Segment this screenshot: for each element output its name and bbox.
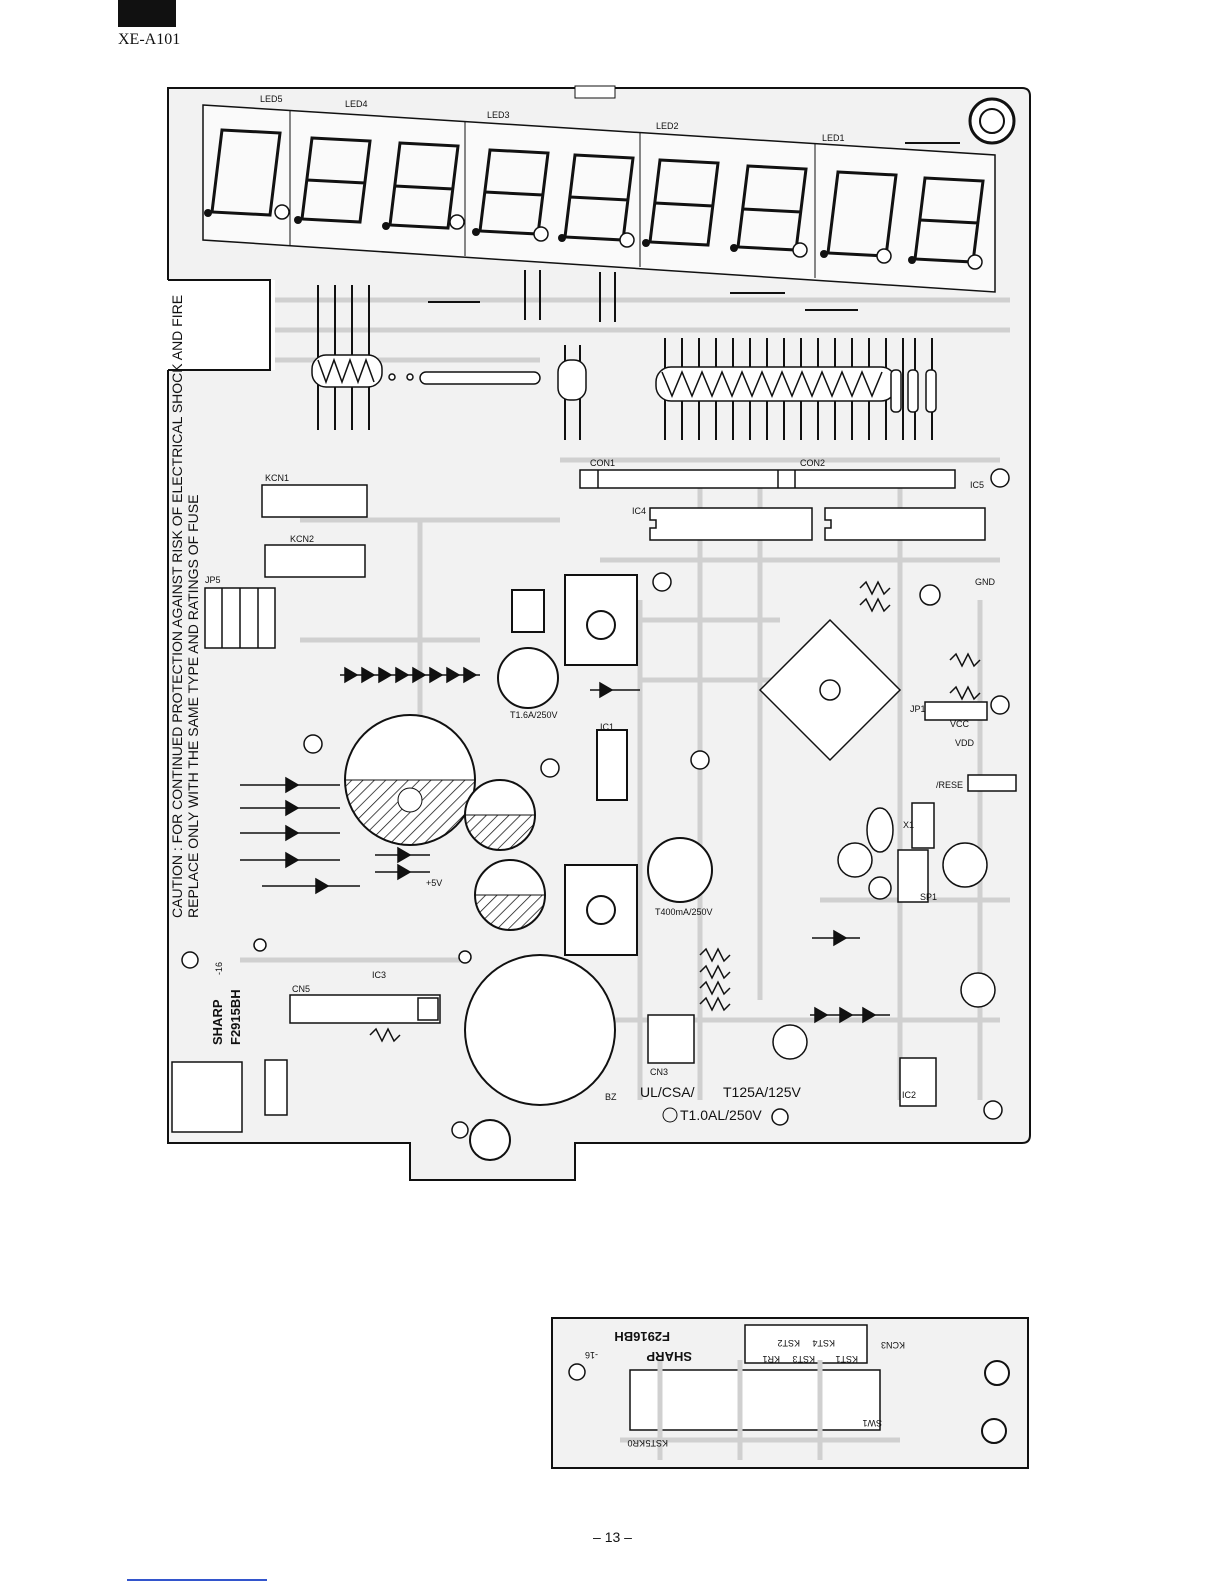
vdd-label: VDD: [955, 738, 975, 748]
sub-sw-label: SW1: [862, 1418, 882, 1428]
mount-hole-bottom: [469, 1119, 511, 1161]
sub-brand-suffix: -16: [585, 1350, 598, 1360]
fuse-f3: [497, 647, 559, 709]
capacitor-c2: [344, 714, 476, 846]
led5-label: LED5: [260, 94, 283, 104]
sub-brand: SHARP: [646, 1349, 692, 1364]
caution-text-2: REPLACE ONLY WITH THE SAME TYPE AND RATI…: [185, 495, 201, 918]
key-kr1: KR1: [762, 1354, 780, 1364]
model-number: XE-A101: [118, 31, 181, 48]
capacitor-c3: [464, 779, 536, 851]
key-kr0: KR0: [627, 1438, 645, 1448]
key-kst4: KST4: [812, 1338, 835, 1348]
sub-part-number: F2916BH: [614, 1329, 670, 1344]
fuse-rating-250: T1.0AL/250V: [680, 1107, 762, 1123]
ic1-label: IC1: [600, 722, 614, 732]
con2-label: CON2: [800, 458, 825, 468]
jp1-reset-pads: [924, 701, 1017, 792]
sub-key-labels: KST1 KST2 KST3 KST4 KST5 KR1 KR0: [627, 1338, 858, 1448]
kcn2-label: KCN2: [290, 534, 314, 544]
header-black-block: [118, 0, 176, 27]
harness-zigzag: [311, 354, 937, 413]
ic2-label: IC2: [902, 1090, 916, 1100]
sub-connector-label: KCN3: [881, 1340, 905, 1350]
cn1-power-connector: [171, 1059, 288, 1133]
keyboard-connectors: [261, 484, 368, 578]
regulators: [511, 574, 638, 956]
fuse-f2: [647, 837, 713, 903]
led4-label: LED4: [345, 99, 368, 109]
footer-underline: [127, 1579, 267, 1581]
key-kst3: KST3: [792, 1354, 815, 1364]
connector-strips: [579, 469, 986, 541]
small-connectors: [647, 1014, 937, 1107]
ic5-label: IC5: [970, 480, 984, 490]
crystals: [866, 802, 935, 903]
con1-label: CON1: [590, 458, 615, 468]
fuse-safety-mark: [662, 1107, 678, 1123]
gnd-label: GND: [975, 577, 996, 587]
key-kst5: KST5: [645, 1438, 668, 1448]
f3-rating: T1.6A/250V: [510, 710, 558, 720]
x1-label: X1: [903, 820, 914, 830]
jumper-block: [204, 587, 276, 649]
ic3-label: IC3: [372, 970, 386, 980]
buzzer-bz: [464, 954, 616, 1106]
test-points: [181, 468, 1010, 1139]
cn5-label: CN5: [292, 984, 310, 994]
ic4-label: IC4: [632, 506, 646, 516]
kcn1-label: KCN1: [265, 473, 289, 483]
f2-rating: T400mA/250V: [655, 907, 713, 917]
resistors: [369, 580, 981, 1043]
main-part-number: F2915BH: [228, 989, 243, 1045]
led1-label: LED1: [822, 133, 845, 143]
bz-label: BZ: [605, 1092, 617, 1102]
led-display: [202, 104, 996, 293]
sub-board: [551, 1317, 1029, 1469]
main-ic-qfp: [758, 618, 902, 762]
rectifier-diodes: [240, 681, 890, 1024]
led2-label: LED2: [656, 121, 679, 131]
led3-label: LED3: [487, 110, 510, 120]
v5-label: +5V: [426, 878, 442, 888]
page-number: – 13 –: [593, 1529, 632, 1545]
main-brand-suffix: -16: [214, 962, 224, 975]
capacitor-c4: [474, 859, 546, 931]
cn3-label: CN3: [650, 1067, 668, 1077]
main-brand: SHARP: [210, 999, 225, 1045]
fuse-rating-ul: UL/CSA/: [640, 1084, 695, 1100]
cn5-header: [289, 994, 441, 1024]
jp-labels: JP5: [205, 575, 221, 585]
caution-text: CAUTION : FOR CONTINUED PROTECTION AGAIN…: [169, 295, 185, 918]
fuse-rating-ul-b: T125A/125V: [723, 1084, 801, 1100]
reset-label: /RESE: [936, 780, 963, 790]
key-kst1: KST1: [835, 1354, 858, 1364]
jp1-label: JP1: [910, 704, 926, 714]
diode-row: [340, 666, 480, 684]
key-kst2: KST2: [777, 1338, 800, 1348]
sp1-label: SP1: [920, 892, 937, 902]
vcc-label: VCC: [950, 719, 970, 729]
